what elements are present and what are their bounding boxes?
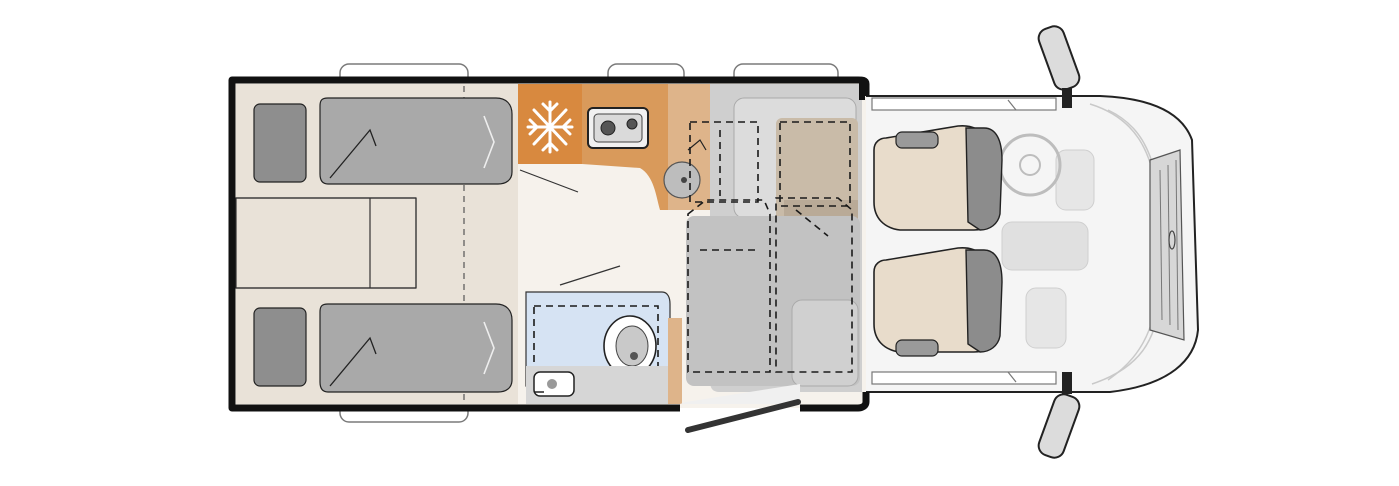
single-bed-lower [253, 303, 513, 393]
entry-door [680, 384, 801, 433]
driver-cab [861, 25, 1200, 459]
toilet-icon [603, 315, 657, 377]
pillow [253, 307, 307, 387]
living-area [228, 76, 1003, 433]
pillow [253, 103, 307, 183]
passenger-seat [873, 247, 1003, 357]
dinette [686, 84, 862, 392]
washbasin-icon [663, 139, 707, 199]
kitchen-unit [582, 84, 668, 210]
single-bed-upper [253, 97, 513, 185]
washroom-door-frame [668, 318, 682, 404]
washbasin-icon [533, 371, 575, 397]
driver-seat [873, 125, 1003, 231]
side-mirror-icon [1037, 25, 1081, 108]
fridge [518, 84, 582, 193]
front-grille [1149, 149, 1185, 341]
bathroom [525, 265, 682, 404]
mattress [319, 97, 513, 185]
snowflake-icon [526, 100, 574, 154]
hob-icon [600, 118, 638, 136]
kitchen-sink-icon [587, 107, 649, 149]
side-mirror-icon [1037, 372, 1081, 459]
mattress [319, 303, 513, 393]
